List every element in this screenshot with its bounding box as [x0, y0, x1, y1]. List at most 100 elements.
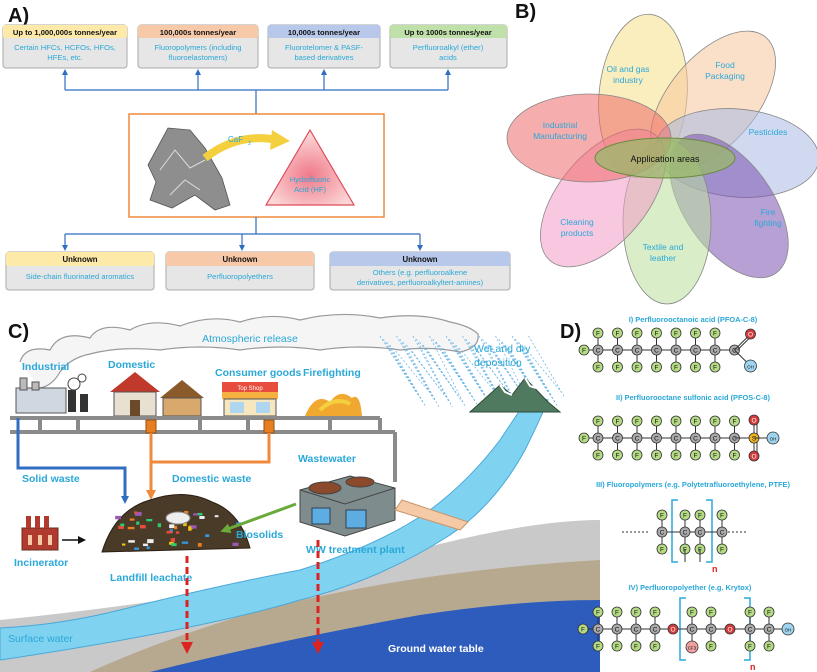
atom — [705, 623, 717, 635]
atom — [679, 526, 691, 538]
domestic-label: Domestic — [108, 359, 155, 371]
box-header-text: Unknown — [62, 255, 97, 264]
box-body-line: Others (e.g. perfluoroalkene — [373, 268, 468, 277]
caf2-subscript: 2 — [248, 141, 251, 147]
fluorspar-rock-icon — [147, 127, 231, 211]
atom — [631, 361, 643, 373]
repeat-n: n — [712, 564, 718, 574]
petal-label: Oil and gas — [607, 64, 650, 74]
atom-label: F — [720, 546, 724, 553]
atom — [690, 361, 701, 373]
reaction-arrow-icon — [202, 134, 279, 162]
atom-label: F — [674, 330, 678, 337]
atom — [649, 606, 661, 618]
atom-label: C — [674, 347, 679, 354]
atom-label: O — [670, 626, 675, 633]
atom-label: C — [709, 626, 714, 633]
bin-icon — [145, 419, 157, 434]
atom — [578, 344, 590, 356]
box-header-bg — [138, 25, 258, 38]
atom-label: F — [720, 512, 724, 519]
atom — [705, 606, 717, 618]
atom-label: C — [660, 529, 665, 536]
box-header-text: 10,000s tonnes/year — [288, 28, 360, 37]
atom — [763, 640, 775, 652]
atom-label: F — [596, 452, 600, 459]
atom — [651, 415, 662, 427]
atom-label: C — [693, 435, 698, 442]
box-body-line: Side-chain fluorinated aromatics — [26, 272, 135, 281]
atom-label: F — [655, 418, 659, 425]
atom — [709, 361, 721, 373]
atom-label: F — [694, 418, 698, 425]
domestic-waste-label: Domestic waste — [172, 473, 252, 485]
atom — [656, 509, 668, 521]
atom — [690, 327, 701, 339]
atom-label: F — [683, 512, 687, 519]
atom — [694, 509, 706, 521]
atom — [709, 449, 721, 461]
atom-label: C — [615, 435, 620, 442]
atom — [670, 344, 682, 356]
atom-label: F — [713, 418, 717, 425]
atom — [611, 623, 623, 635]
atom-label: F — [653, 643, 657, 650]
box-body-line: based derivatives — [294, 53, 353, 62]
petal-label: Textile and — [643, 242, 684, 252]
atom — [716, 543, 728, 555]
petal-label: Fire — [761, 207, 776, 217]
atom — [716, 509, 728, 521]
petal-label: Cleaning — [560, 217, 594, 227]
atom-label: O — [748, 331, 753, 338]
atom-label: C — [654, 435, 659, 442]
atom-label: CF3 — [688, 645, 697, 650]
atom-label: F — [634, 609, 638, 616]
atom — [649, 640, 661, 652]
atom-label: F — [655, 330, 659, 337]
wet-dry-label: Wet and dry — [474, 343, 531, 355]
atom — [592, 361, 604, 373]
atom-label: F — [596, 643, 600, 650]
atom — [716, 526, 728, 538]
atom — [651, 344, 662, 356]
atom-label: C — [732, 347, 737, 354]
petal-label: Manufacturing — [533, 131, 587, 141]
atom-label: S — [752, 435, 757, 442]
atom — [612, 344, 623, 356]
box-header-bg — [268, 25, 380, 38]
atom-label: F — [616, 452, 620, 459]
wastewater-label: Wastewater — [298, 453, 356, 465]
atom-label: O — [751, 453, 756, 460]
panel-c-label: C) — [8, 321, 29, 343]
box-header-text: Unknown — [222, 255, 257, 264]
atom-label: F — [733, 418, 737, 425]
box-header-bg — [3, 25, 127, 38]
atom-label: C — [698, 529, 703, 536]
solid-waste-label: Solid waste — [22, 473, 80, 485]
atom — [685, 640, 699, 654]
atom — [649, 623, 661, 635]
atom — [577, 623, 589, 635]
atom-label: C — [713, 347, 718, 354]
panel-d-label: D) — [560, 321, 581, 343]
box-body-line: fluoroelastomers) — [169, 53, 228, 62]
landfill-label: Landfill leachate — [110, 572, 192, 584]
atom-label: C — [767, 626, 772, 633]
atom — [656, 526, 668, 538]
atom — [670, 327, 682, 339]
atom — [670, 361, 682, 373]
panel-a-bottom-connectors — [62, 217, 423, 251]
atom-label: OH — [770, 436, 777, 441]
box-header-bg — [390, 25, 507, 38]
atom — [744, 640, 756, 652]
mountain-icon — [468, 377, 562, 413]
atom-label: F — [635, 330, 639, 337]
atom — [709, 327, 721, 339]
atom-label: C — [674, 435, 679, 442]
atom-label: O — [751, 417, 756, 424]
atom-label: F — [616, 330, 620, 337]
atom — [630, 640, 642, 652]
atom — [611, 606, 623, 618]
sewer-pipe-network — [10, 416, 397, 482]
